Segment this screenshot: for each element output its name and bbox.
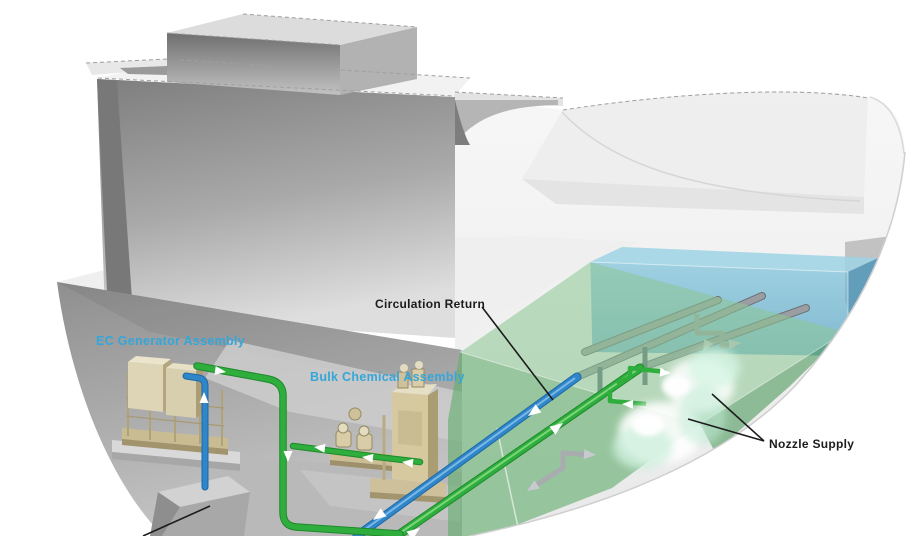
flow-arrow-supply-2 xyxy=(549,423,563,435)
flow-arrow-return-1 xyxy=(373,508,387,520)
flow-arrow-supply-1 xyxy=(406,528,420,536)
sea-chest-wedge xyxy=(150,476,250,536)
leader-circulation-return xyxy=(481,306,554,401)
ballast-tank-green xyxy=(448,261,846,536)
circulation-return-pipe xyxy=(352,372,582,536)
leader-nozzle-supply-1 xyxy=(711,393,765,442)
superstructure xyxy=(85,13,869,338)
flow-arrow-gen-down xyxy=(283,451,293,462)
leader-sea-chest xyxy=(142,505,211,536)
flow-arrow-intake-up xyxy=(199,392,209,403)
floor-branch-pipe xyxy=(527,449,596,492)
label-bulk-chemical-assembly: Bulk Chemical Assembly xyxy=(310,370,465,384)
flow-arrows xyxy=(199,366,563,536)
label-nozzle-supply: Nozzle Supply xyxy=(769,437,854,451)
label-circulation-return: Circulation Return xyxy=(375,297,485,311)
flow-arrow-return-2 xyxy=(528,404,542,416)
leader-nozzle-supply-2 xyxy=(687,418,765,442)
flow-arrow-gen-out xyxy=(214,366,226,375)
nozzle-supply-pipe xyxy=(392,363,645,536)
label-ec-generator-assembly: EC Generator Assembly xyxy=(96,334,245,348)
leader-lines xyxy=(142,306,765,536)
railing-dashes xyxy=(85,13,869,111)
flow-arrow-chem-1 xyxy=(314,443,326,453)
flow-arrow-chem-2 xyxy=(362,453,374,463)
hull-sweep xyxy=(468,140,908,536)
flow-arrow-chem-3 xyxy=(402,458,414,468)
nozzle-branch-pipe xyxy=(607,365,671,409)
